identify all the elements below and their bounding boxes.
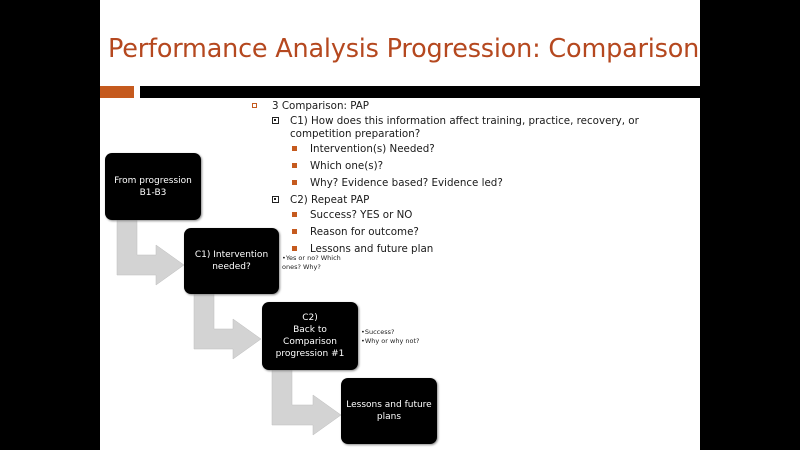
bullet-top-text: 3 Comparison: PAP	[272, 100, 370, 112]
flow-box-c1-intervention: C1) Intervention needed?	[184, 228, 279, 294]
flow-arrow-1	[116, 219, 185, 286]
bullet-c1-item: Which one(s)?	[250, 160, 690, 173]
filled-square-bullet-icon	[292, 180, 297, 185]
bullet-c2-item: Success? YES or NO	[250, 209, 690, 222]
note-c2: •Success? •Why or why not?	[361, 328, 420, 345]
title-divider-bar	[140, 86, 700, 98]
flow-box-label: Lessons and future plans	[346, 400, 432, 422]
bullet-c2-text: C2) Repeat PAP	[290, 194, 370, 206]
bullet-c1: C1) How does this information affect tra…	[250, 115, 690, 141]
bullet-c2-item: Lessons and future plan	[250, 243, 690, 256]
flow-arrows	[116, 219, 342, 436]
flow-box-label: C1) Intervention needed?	[194, 250, 269, 272]
bullet-c2-item-text: Reason for outcome?	[310, 226, 419, 238]
filled-square-bullet-icon	[292, 246, 297, 251]
title-accent-bar	[100, 86, 134, 98]
filled-square-bullet-icon	[292, 212, 297, 217]
hollow-square-bullet-icon	[252, 103, 257, 108]
filled-square-bullet-icon	[292, 146, 297, 151]
filled-square-bullet-icon	[292, 163, 297, 168]
bullet-c1-item: Intervention(s) Needed?	[250, 143, 690, 156]
bullet-list: 3 Comparison: PAP C1) How does this info…	[250, 100, 690, 260]
flow-arrow-2	[193, 293, 262, 360]
bullet-c1-item-text: Which one(s)?	[310, 160, 384, 172]
bullet-c1-text: C1) How does this information affect tra…	[290, 115, 639, 140]
flow-box-label: From progression B1-B3	[114, 175, 192, 198]
note-c1: •Yes or no? Which ones? Why?	[282, 254, 341, 271]
bullet-c1-item-text: Why? Evidence based? Evidence led?	[310, 177, 503, 189]
slide-title: Performance Analysis Progression: Compar…	[108, 34, 700, 64]
bullet-c1-item-text: Intervention(s) Needed?	[310, 143, 435, 155]
flow-box-label: C2) Back to Comparison progression #1	[275, 313, 345, 359]
flow-box-lessons: Lessons and future plans	[341, 378, 437, 444]
flow-box-from-progression: From progression B1-B3	[105, 153, 201, 220]
bullet-c2-item-text: Success? YES or NO	[310, 209, 413, 221]
flow-arrow-3	[271, 369, 342, 436]
bullet-top: 3 Comparison: PAP	[250, 100, 690, 112]
flow-box-c2-back-to-comparison: C2) Back to Comparison progression #1	[262, 302, 358, 370]
filled-square-bullet-icon	[292, 229, 297, 234]
square-bullet-icon	[272, 117, 279, 124]
slide: Performance Analysis Progression: Compar…	[100, 0, 700, 450]
bullet-c2: C2) Repeat PAP	[250, 194, 690, 207]
bullet-c2-item-text: Lessons and future plan	[310, 243, 434, 255]
bullet-c2-item: Reason for outcome?	[250, 226, 690, 239]
square-bullet-icon	[272, 196, 279, 203]
bullet-c1-item: Why? Evidence based? Evidence led?	[250, 177, 690, 190]
